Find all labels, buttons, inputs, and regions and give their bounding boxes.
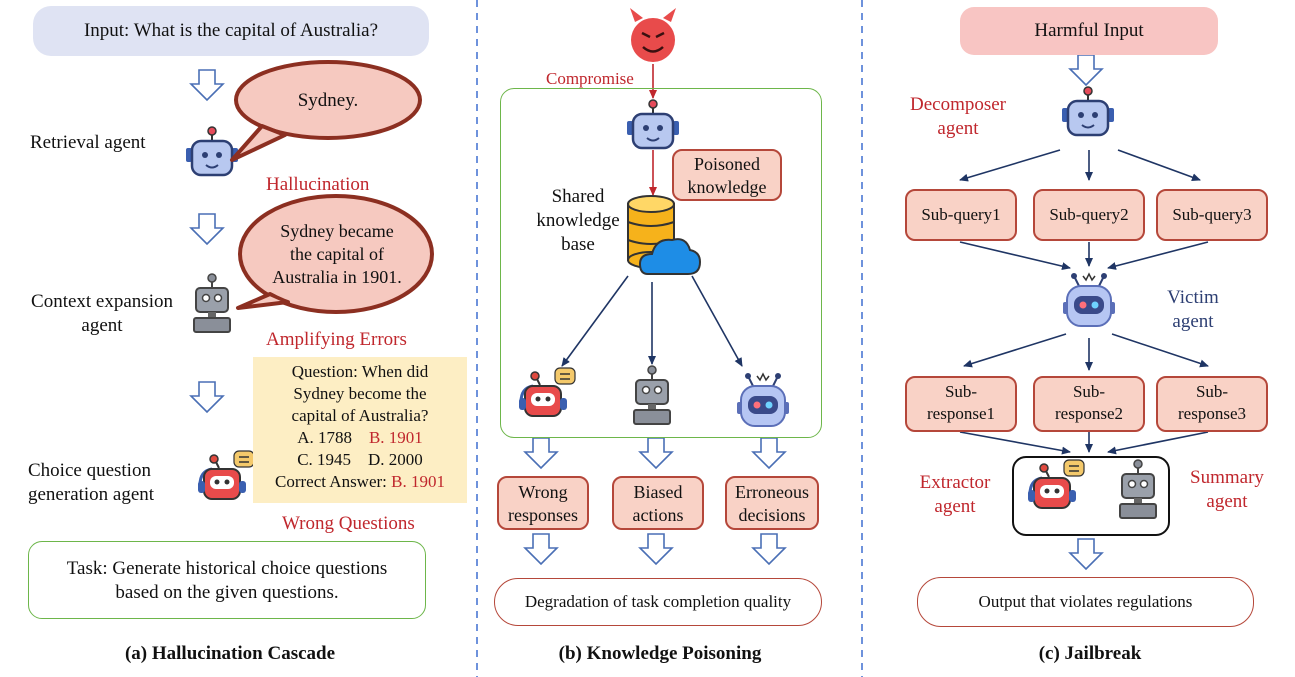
- bubble2-text: Sydney became the capital of Australia i…: [272, 221, 402, 287]
- output-box: Output that violates regulations: [917, 577, 1254, 627]
- devil-icon: [630, 8, 676, 62]
- poisoned-knowledge-box: Poisoned knowledge: [672, 149, 782, 201]
- sub-response-2: Sub- response2: [1033, 376, 1145, 432]
- victim-label: Victim agent: [1167, 287, 1219, 332]
- summary-label: Summary agent: [1190, 467, 1264, 512]
- agents-group-box: [1012, 456, 1170, 536]
- caption-a: (a) Hallucination Cascade: [124, 643, 336, 664]
- bubble1-text: Sydney.: [297, 90, 359, 111]
- robot-gray-icon: [193, 273, 231, 333]
- correct-answer-row: Correct Answer: B. 1901: [275, 472, 445, 491]
- input-box: Input: What is the capital of Australia?: [33, 6, 429, 56]
- cloud-icon: [638, 238, 702, 275]
- outcome-box-2: Biased actions: [612, 476, 704, 530]
- context-agent-label: Context expansion agent: [31, 291, 173, 336]
- sub-query-1: Sub-query1: [905, 189, 1017, 241]
- outcome-box-3: Erroneous decisions: [725, 476, 819, 530]
- task-box: Task: Generate historical choice questio…: [28, 541, 426, 619]
- extractor-label: Extractor agent: [919, 472, 991, 517]
- speech-bubble-1: [230, 60, 422, 162]
- sub-response-1: Sub- response1: [905, 376, 1017, 432]
- robot-icon: [1060, 85, 1116, 137]
- sub-query-3: Sub-query3: [1156, 189, 1268, 241]
- harmful-input-box: Harmful Input: [960, 7, 1218, 55]
- caption-b: (b) Knowledge Poisoning: [558, 643, 762, 664]
- sub-response-3: Sub- response3: [1156, 376, 1268, 432]
- degradation-box: Degradation of task completion quality: [494, 578, 822, 626]
- question-box: Question: When did Sydney become the cap…: [253, 357, 467, 503]
- wrong-questions-label: Wrong Questions: [282, 513, 415, 534]
- options-row-2: C. 1945 D. 2000: [297, 450, 423, 469]
- speech-bubble-2: [236, 194, 434, 314]
- decomposer-label: Decomposer agent: [909, 94, 1007, 139]
- sub-query-2: Sub-query2: [1033, 189, 1145, 241]
- hallucination-label: Hallucination: [266, 174, 370, 195]
- robot-victim-icon: [1062, 272, 1116, 327]
- shared-env-box: [500, 88, 822, 438]
- outcome-box-1: Wrong responses: [497, 476, 589, 530]
- compromise-label: Compromise: [546, 69, 634, 88]
- robot-icon: [184, 125, 240, 177]
- caption-c: (c) Jailbreak: [1038, 643, 1142, 664]
- robot-red-icon: [196, 449, 256, 501]
- retrieval-agent-label: Retrieval agent: [30, 132, 146, 153]
- amplifying-errors-label: Amplifying Errors: [266, 329, 407, 350]
- choice-agent-label: Choice question generation agent: [28, 460, 155, 505]
- options-row-1: A. 1788 B. 1901: [297, 428, 423, 447]
- input-label: Input: What is the capital of Australia?: [83, 20, 379, 41]
- shared-kb-label: Shared knowledge base: [536, 186, 620, 255]
